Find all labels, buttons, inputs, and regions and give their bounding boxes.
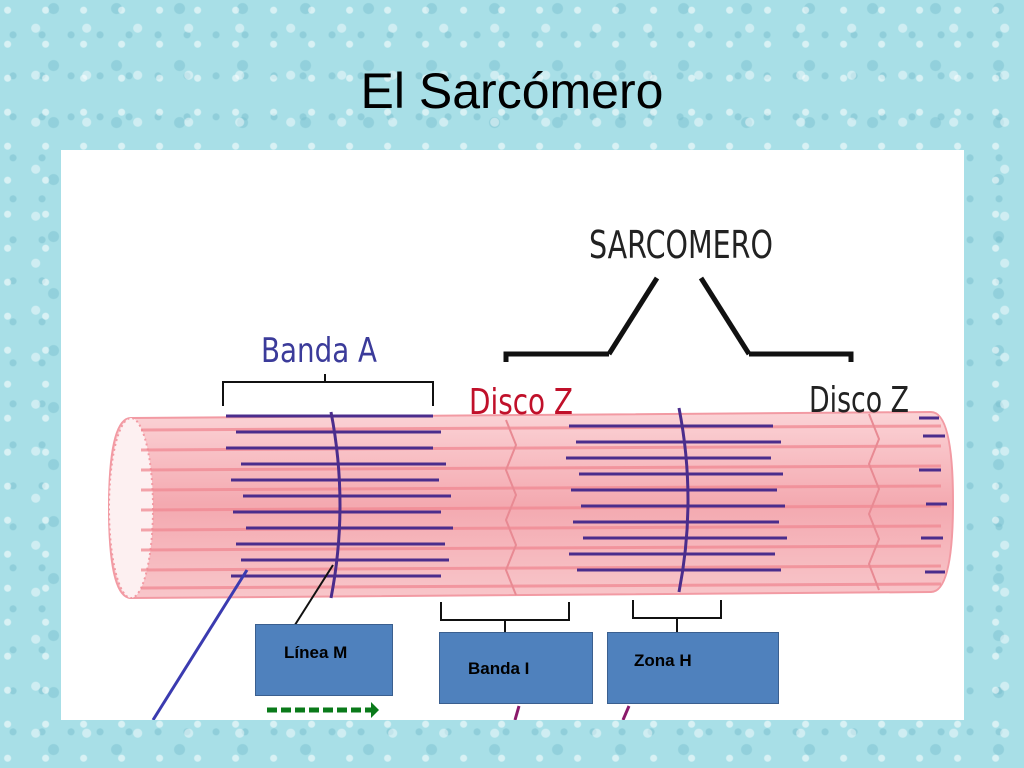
pointer-line-banda-i xyxy=(513,705,521,720)
box-banda-i-label: Banda I xyxy=(468,659,530,678)
slide-title: El Sarcómero xyxy=(360,63,664,119)
fiber-end-cap xyxy=(108,417,154,599)
diagram-panel: SARCOMERO Banda A Disco Z Disco Z Línea … xyxy=(61,150,964,720)
bottom-brackets xyxy=(440,600,722,632)
thick-filaments-left xyxy=(226,414,453,578)
z-disc-lines xyxy=(504,413,881,596)
sarcomere-bracket xyxy=(503,276,854,362)
box-zona-h: Zona H xyxy=(607,632,779,704)
box-linea-m: Línea M xyxy=(255,624,393,696)
pointer-line-m xyxy=(292,564,334,629)
pointer-line-zona-h xyxy=(621,705,631,720)
band-a-bracket xyxy=(222,374,434,406)
box-linea-m-label: Línea M xyxy=(284,643,348,662)
label-banda-a: Banda A xyxy=(261,331,377,371)
box-zona-h-label: Zona H xyxy=(634,651,692,670)
m-line-left xyxy=(329,411,342,599)
label-disco-z-right: Disco Z xyxy=(809,380,909,421)
label-disco-z-left: Disco Z xyxy=(469,382,573,423)
green-arrow-head xyxy=(371,702,379,718)
box-banda-i: Banda I xyxy=(439,632,593,704)
pointer-line-blue xyxy=(151,569,249,720)
sarcomere-diagram: SARCOMERO Banda A Disco Z Disco Z xyxy=(107,223,955,720)
thick-filaments-center xyxy=(566,424,787,572)
m-line-center xyxy=(677,407,690,593)
label-sarcomero: SARCOMERO xyxy=(589,223,773,267)
thick-filaments-right xyxy=(919,416,947,574)
